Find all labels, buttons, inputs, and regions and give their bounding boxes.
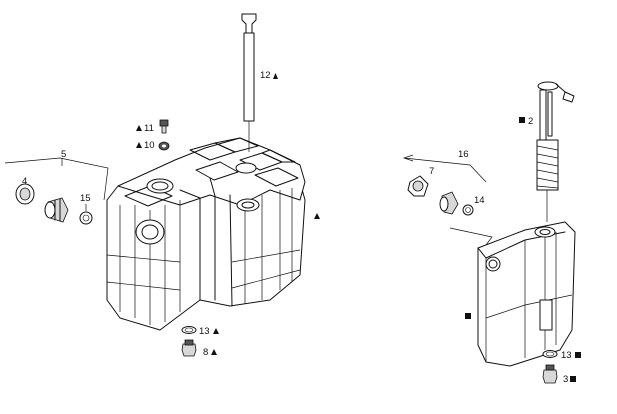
callout-11-triangle-icon xyxy=(136,125,142,131)
tank-triangle-icon xyxy=(314,213,320,219)
part-16-strainer xyxy=(439,191,459,215)
callout-13-right-label: 13 xyxy=(561,350,572,361)
part-14-seal-ring xyxy=(462,204,474,216)
callout-11-label: 11 xyxy=(144,123,154,134)
part-12-dip-tube xyxy=(241,13,257,152)
callout-13-right-square-icon xyxy=(575,352,581,358)
callout-2-label: 2 xyxy=(528,116,533,127)
part-5-strainer xyxy=(44,197,69,223)
callout-4-label: 4 xyxy=(22,176,27,187)
part-4-cap xyxy=(15,183,35,205)
callout-8-label: 8 xyxy=(203,347,208,358)
callout-13-left-triangle-icon xyxy=(213,328,219,334)
part-13-seal-ring-left xyxy=(181,326,197,334)
part-10-nut xyxy=(158,141,170,151)
part-15-seal-ring xyxy=(79,211,93,225)
part-13-seal-ring-right xyxy=(542,350,558,358)
small-tank xyxy=(477,221,576,367)
callout-12-triangle-icon xyxy=(273,73,278,79)
part-8-drain-plug xyxy=(181,339,197,357)
callout-13-left-label: 13 xyxy=(199,326,210,337)
part-11-bolt xyxy=(159,119,169,134)
small-tank-square-icon xyxy=(465,313,471,319)
part-3-drain-plug xyxy=(542,364,558,384)
callout-2-square-icon xyxy=(519,117,525,123)
callout-3-square-icon xyxy=(570,376,576,382)
callout-8-triangle-icon xyxy=(211,349,217,355)
callout-5-label: 5 xyxy=(61,149,66,160)
callout-12-label: 12 xyxy=(260,70,271,81)
callout-10-triangle-icon xyxy=(136,142,142,148)
part-7-fitting xyxy=(407,175,429,197)
fuel-tank xyxy=(106,137,306,331)
callout-10-label: 10 xyxy=(144,140,155,151)
part-2-level-sender xyxy=(536,81,575,222)
callout-16-label: 16 xyxy=(458,149,469,160)
callout-15-label: 15 xyxy=(80,193,91,204)
callout-14-label: 14 xyxy=(474,195,485,206)
callout-3-label: 3 xyxy=(563,374,568,385)
callout-7-label: 7 xyxy=(429,166,434,177)
